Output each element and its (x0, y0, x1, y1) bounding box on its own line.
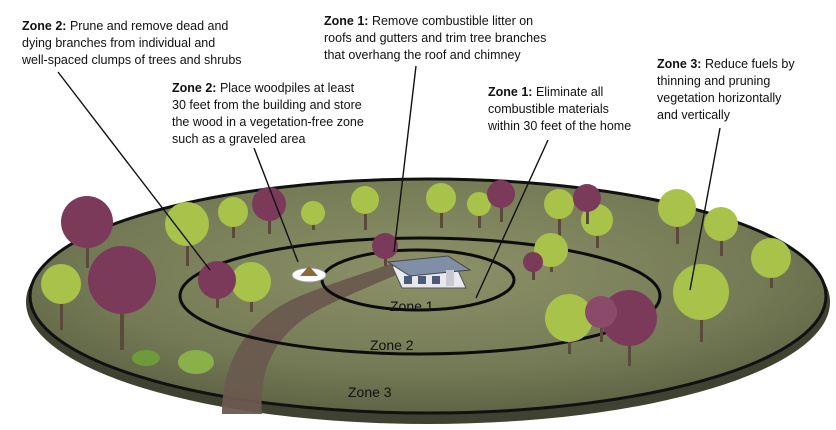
tree (41, 264, 81, 330)
callout-text: combustible materials (488, 102, 609, 116)
callout-text: thinning and pruning (657, 74, 771, 88)
callout-title: Zone 2: (22, 19, 67, 33)
tree (88, 246, 156, 350)
callout-text: 30 feet from the building and store (172, 98, 362, 112)
zone3-label: Zone 3 (348, 384, 392, 400)
callout-text: vegetation horizontally (657, 91, 782, 105)
callout-text: and vertically (657, 108, 730, 122)
callout-zone1-litter: Zone 1: Remove combustible litter on roo… (324, 13, 584, 64)
callout-text: the wood in a vegetation-free zone (172, 115, 364, 129)
tree (252, 187, 286, 234)
tree (751, 238, 791, 288)
tree (544, 189, 574, 236)
tree (534, 233, 568, 272)
callout-text: that overhang the roof and chimney (324, 48, 521, 62)
zone2-ring (178, 236, 662, 356)
callout-text: Remove combustible litter on (371, 14, 534, 28)
callout-text: well-spaced clumps of trees and shrubs (22, 53, 242, 67)
callout-text: such as a graveled area (172, 132, 306, 146)
tree (487, 180, 515, 222)
zone1-label: Zone 1 (390, 298, 434, 314)
leader-zone2-woodpiles (253, 147, 299, 263)
tree (467, 192, 491, 228)
callout-text: Place woodpiles at least (219, 81, 355, 95)
leader-zone2-prune (57, 71, 211, 271)
tree (704, 207, 738, 256)
shrub (132, 350, 160, 366)
ground-disc (28, 177, 828, 415)
tree (351, 186, 379, 230)
zone2-label: Zone 2 (370, 337, 414, 353)
tree (523, 252, 543, 280)
leader-zone3-fuels (689, 127, 721, 291)
leader-zone1-litter (393, 65, 417, 253)
callout-title: Zone 2: (172, 81, 217, 95)
tree (545, 294, 593, 354)
callout-text: Prune and remove dead and (69, 19, 229, 33)
callout-title: Zone 3: (657, 57, 702, 71)
tree (165, 202, 209, 266)
callout-zone2-woodpiles: Zone 2: Place woodpiles at least 30 feet… (172, 80, 412, 148)
woodpile (300, 266, 318, 276)
tree (372, 233, 398, 266)
tree (301, 201, 325, 230)
callout-title: Zone 1: (488, 85, 533, 99)
trees (41, 180, 791, 366)
house (386, 255, 472, 289)
leader-zone1-eliminate (475, 139, 549, 299)
tree (426, 183, 456, 228)
tree (198, 261, 236, 308)
leader-lines (57, 65, 721, 299)
callout-text: Reduce fuels by (704, 57, 795, 71)
tree (61, 196, 113, 268)
callout-text: roofs and gutters and trim tree branches (324, 31, 547, 45)
callout-zone3-fuels: Zone 3: Reduce fuels by thinning and pru… (657, 56, 833, 124)
tree (218, 197, 248, 238)
tree (601, 290, 657, 366)
tree (573, 184, 601, 224)
tree (673, 264, 729, 342)
tree (658, 189, 696, 244)
tree (585, 296, 617, 342)
tree (231, 262, 271, 312)
callout-zone1-eliminate: Zone 1: Eliminate all combustible materi… (488, 84, 658, 135)
callout-text: within 30 feet of the home (488, 119, 632, 133)
callout-text: dying branches from individual and (22, 36, 216, 50)
callout-title: Zone 1: (324, 14, 369, 28)
callout-text: Eliminate all (535, 85, 604, 99)
callout-zone2-prune: Zone 2: Prune and remove dead and dying … (22, 18, 272, 69)
shrub (178, 350, 214, 374)
